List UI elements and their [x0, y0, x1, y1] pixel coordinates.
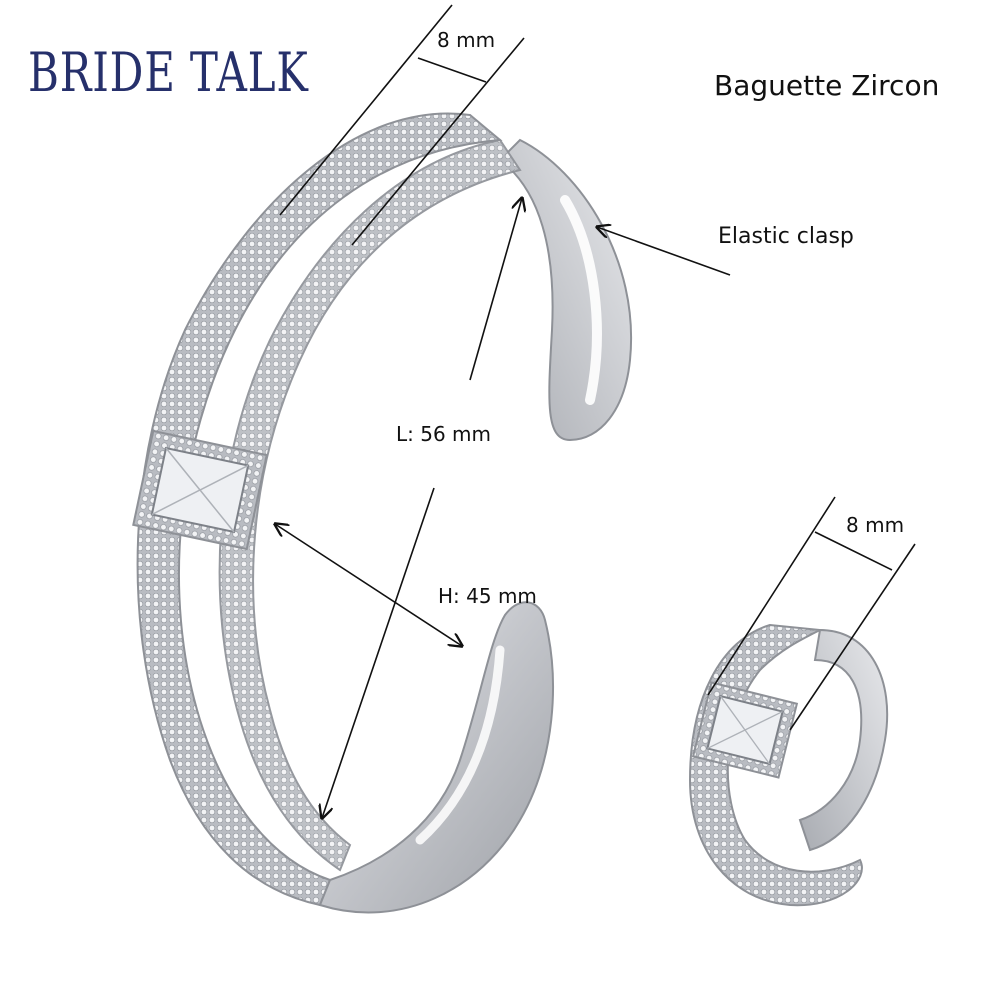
height-label: H: 45 mm — [438, 584, 537, 608]
brand-logo: BRIDE TALK — [28, 41, 309, 104]
bangle-center-stone — [132, 429, 268, 551]
bangle — [132, 112, 633, 914]
product-title: Baguette Zircon — [714, 69, 940, 102]
clasp-label: Elastic clasp — [718, 224, 854, 249]
bangle-width-label: 8 mm — [437, 28, 496, 52]
ring-width-label: 8 mm — [846, 513, 905, 537]
dimension-lines — [275, 4, 916, 818]
length-label: L: 56 mm — [396, 422, 492, 446]
ring-center-stone — [691, 681, 799, 779]
ring — [688, 623, 889, 907]
